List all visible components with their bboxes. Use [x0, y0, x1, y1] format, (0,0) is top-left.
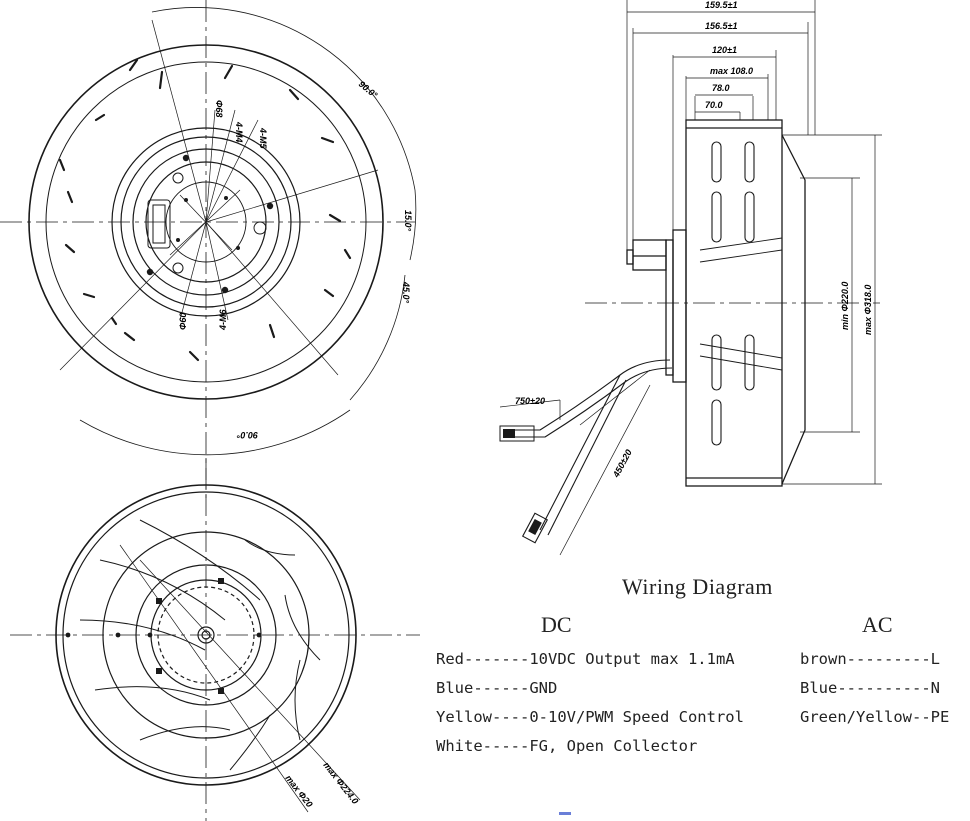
- ac-wire-row: Green/Yellow--PE: [800, 708, 950, 726]
- ac-heading: AC: [862, 612, 893, 637]
- dc-wire-row: Red-------10VDC Output max 1.1mA: [436, 650, 735, 668]
- hole-label: Φ60: [178, 313, 188, 330]
- hole-label: 4-M5: [258, 127, 268, 149]
- angle-label: 15.0°: [403, 210, 413, 232]
- angle-label: 90.0°: [357, 79, 380, 100]
- dimension-label: min Φ220.0: [840, 282, 850, 330]
- dimension-label: max Φ20: [283, 773, 314, 809]
- rear-view: [10, 458, 420, 821]
- dc-wire-row: Blue------GND: [436, 679, 558, 697]
- hole-label: Φ68: [214, 100, 224, 117]
- ac-wire-row: brown---------L: [800, 650, 940, 668]
- dimension-label: max Φ318.0: [863, 285, 873, 335]
- dc-wire-row: Yellow----0-10V/PWM Speed Control: [436, 708, 744, 726]
- dimension-label: 159.5±1: [705, 0, 737, 10]
- dimension-label: 156.5±1: [705, 21, 737, 31]
- dc-wire-row: White-----FG, Open Collector: [436, 737, 698, 755]
- dimension-label: 78.0: [712, 83, 730, 93]
- ac-wire-row: Blue----------N: [800, 679, 940, 697]
- dimension-label: max Φ224.0: [321, 760, 360, 806]
- accent-mark: [559, 812, 571, 815]
- dc-heading: DC: [541, 612, 572, 637]
- hole-label: 4-M4: [234, 121, 244, 143]
- dimension-label: max 108.0: [710, 66, 753, 76]
- angle-label: 45.0°: [401, 281, 411, 304]
- hole-label: 4-M6: [218, 309, 228, 331]
- side-view: [499, 0, 882, 556]
- wiring-diagram-title: Wiring Diagram: [622, 574, 773, 599]
- angle-label: 90.0°: [236, 430, 258, 440]
- front-view: [0, 0, 417, 498]
- dimension-label: 70.0: [705, 100, 723, 110]
- dimension-label: 120±1: [712, 45, 737, 55]
- dimension-label: 750±20: [515, 396, 545, 406]
